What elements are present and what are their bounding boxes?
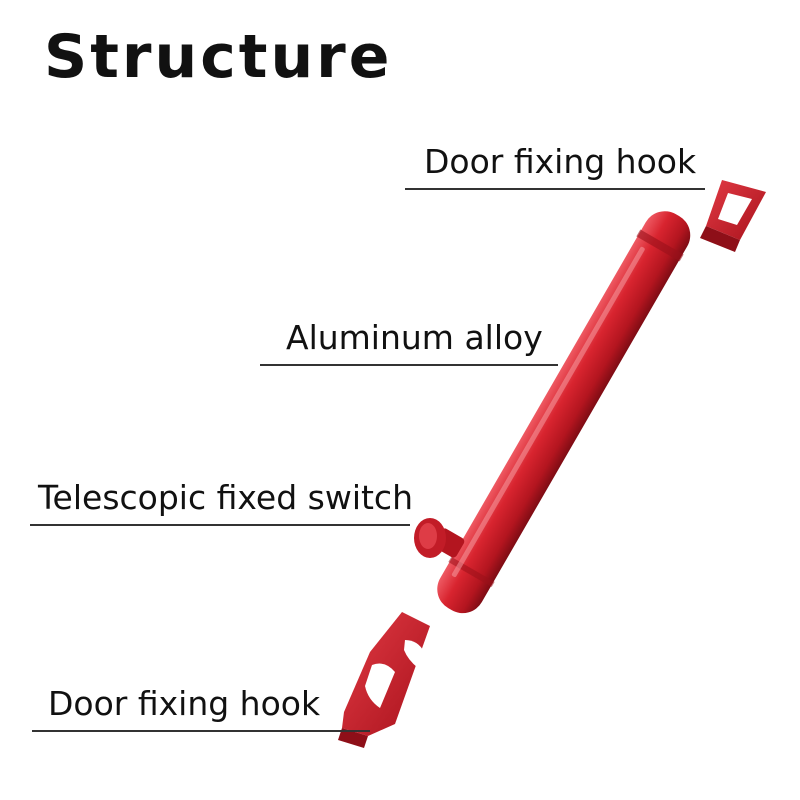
aluminum-tube [437, 211, 691, 614]
rule-telescopic-switch [30, 524, 410, 526]
label-top-hook: Door fixing hook [424, 142, 697, 181]
label-bottom-hook: Door fixing hook [48, 684, 321, 723]
label-aluminum-alloy: Aluminum alloy [286, 318, 543, 357]
bottom-hook [338, 612, 430, 748]
rule-aluminum-alloy [260, 364, 558, 366]
rule-bottom-hook [32, 730, 370, 732]
telescopic-switch-knob [414, 518, 465, 558]
label-telescopic-switch: Telescopic fixed switch [38, 478, 413, 517]
top-hook [700, 180, 766, 252]
page-title: Structure [44, 22, 393, 92]
rule-top-hook [405, 188, 705, 190]
